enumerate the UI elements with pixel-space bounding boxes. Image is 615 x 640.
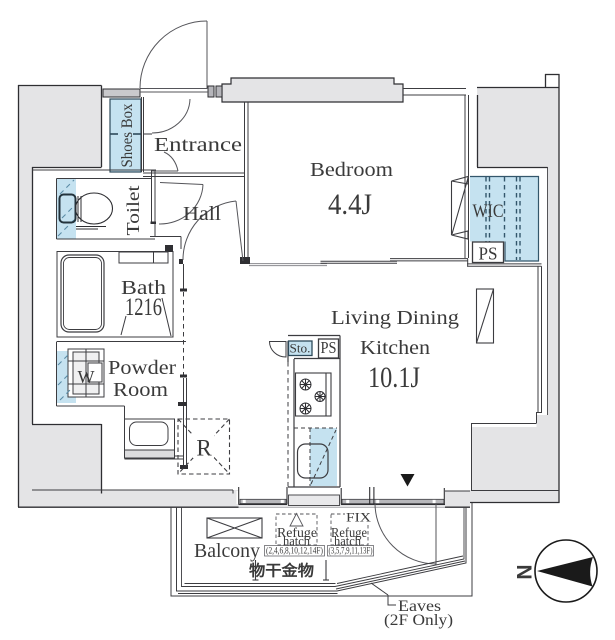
svg-text:WIC: WIC xyxy=(473,202,504,222)
svg-text:Bath: Bath xyxy=(121,277,166,299)
svg-text:R: R xyxy=(196,436,212,461)
svg-text:Room: Room xyxy=(113,379,168,401)
svg-text:N: N xyxy=(514,564,537,579)
svg-text:Kitchen: Kitchen xyxy=(360,337,430,359)
svg-text:Balcony: Balcony xyxy=(194,540,261,562)
svg-text:Bedroom: Bedroom xyxy=(310,159,393,181)
svg-text:Sto.: Sto. xyxy=(290,342,311,356)
svg-text:Refuge: Refuge xyxy=(331,526,367,541)
svg-text:4.4J: 4.4J xyxy=(328,188,372,221)
svg-text:PS: PS xyxy=(321,338,337,357)
svg-text:Living Dining: Living Dining xyxy=(331,307,459,329)
svg-text:PS: PS xyxy=(479,244,498,264)
svg-text:Hall: Hall xyxy=(183,203,221,225)
svg-text:10.1J: 10.1J xyxy=(368,361,420,394)
svg-text:(3,5,7,9,11,13F): (3,5,7,9,11,13F) xyxy=(329,546,373,557)
svg-text:1216: 1216 xyxy=(125,294,162,321)
svg-text:hatch: hatch xyxy=(283,535,310,550)
svg-text:Eaves: Eaves xyxy=(398,598,441,615)
svg-text:(2F Only): (2F Only) xyxy=(384,612,453,629)
svg-text:Toilet: Toilet xyxy=(123,186,143,236)
svg-text:Shoes Box: Shoes Box xyxy=(119,104,136,168)
svg-text:Powder: Powder xyxy=(108,357,176,379)
svg-text:FIX: FIX xyxy=(346,510,372,525)
svg-text:Refuge: Refuge xyxy=(277,526,317,541)
svg-text:物干金物: 物干金物 xyxy=(249,562,314,580)
svg-text:W: W xyxy=(78,367,95,387)
svg-text:hatch: hatch xyxy=(334,535,361,550)
svg-text:(2,4,6,8,10,12,14F): (2,4,6,8,10,12,14F) xyxy=(266,546,323,557)
svg-text:Entrance: Entrance xyxy=(154,134,242,156)
